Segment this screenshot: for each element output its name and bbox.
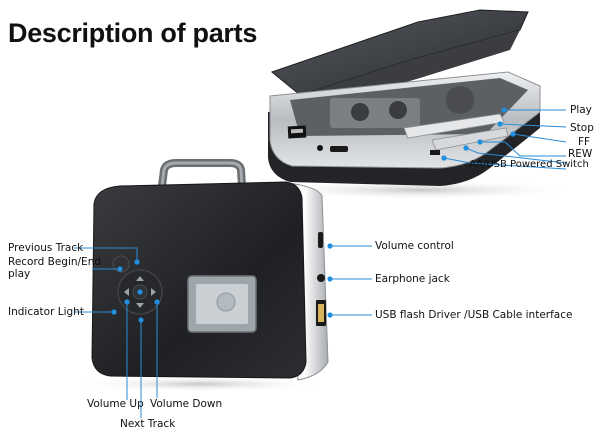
label-record-line2: play [8,268,31,280]
label-ff: FF [578,136,591,148]
page-title: Description of parts [8,18,258,48]
label-stop: Stop [570,122,594,134]
label-play: Play [570,104,592,116]
leader-lines-top [443,109,567,170]
front-cassette-player [75,159,329,392]
leader-lines-front [74,245,372,418]
label-next-track: Next Track [120,418,176,430]
open-cassette-player [260,9,580,200]
label-indicator-light: Indicator Light [8,306,84,318]
label-power-switch: AA/USB Powered Switch [469,159,589,170]
leader-dots-top [441,107,516,161]
label-usb-interface: USB flash Driver /USB Cable interface [375,309,573,321]
label-previous-track: Previous Track [8,242,84,254]
label-volume-down: Volume Down [150,398,223,410]
label-volume-control: Volume control [375,240,454,252]
label-record-line1: Record Begin/End [8,256,102,268]
label-earphone-jack: Earphone jack [375,273,450,285]
label-rew: REW [568,148,593,160]
leader-dots-front [111,243,333,323]
label-volume-up: Volume Up [87,398,144,410]
